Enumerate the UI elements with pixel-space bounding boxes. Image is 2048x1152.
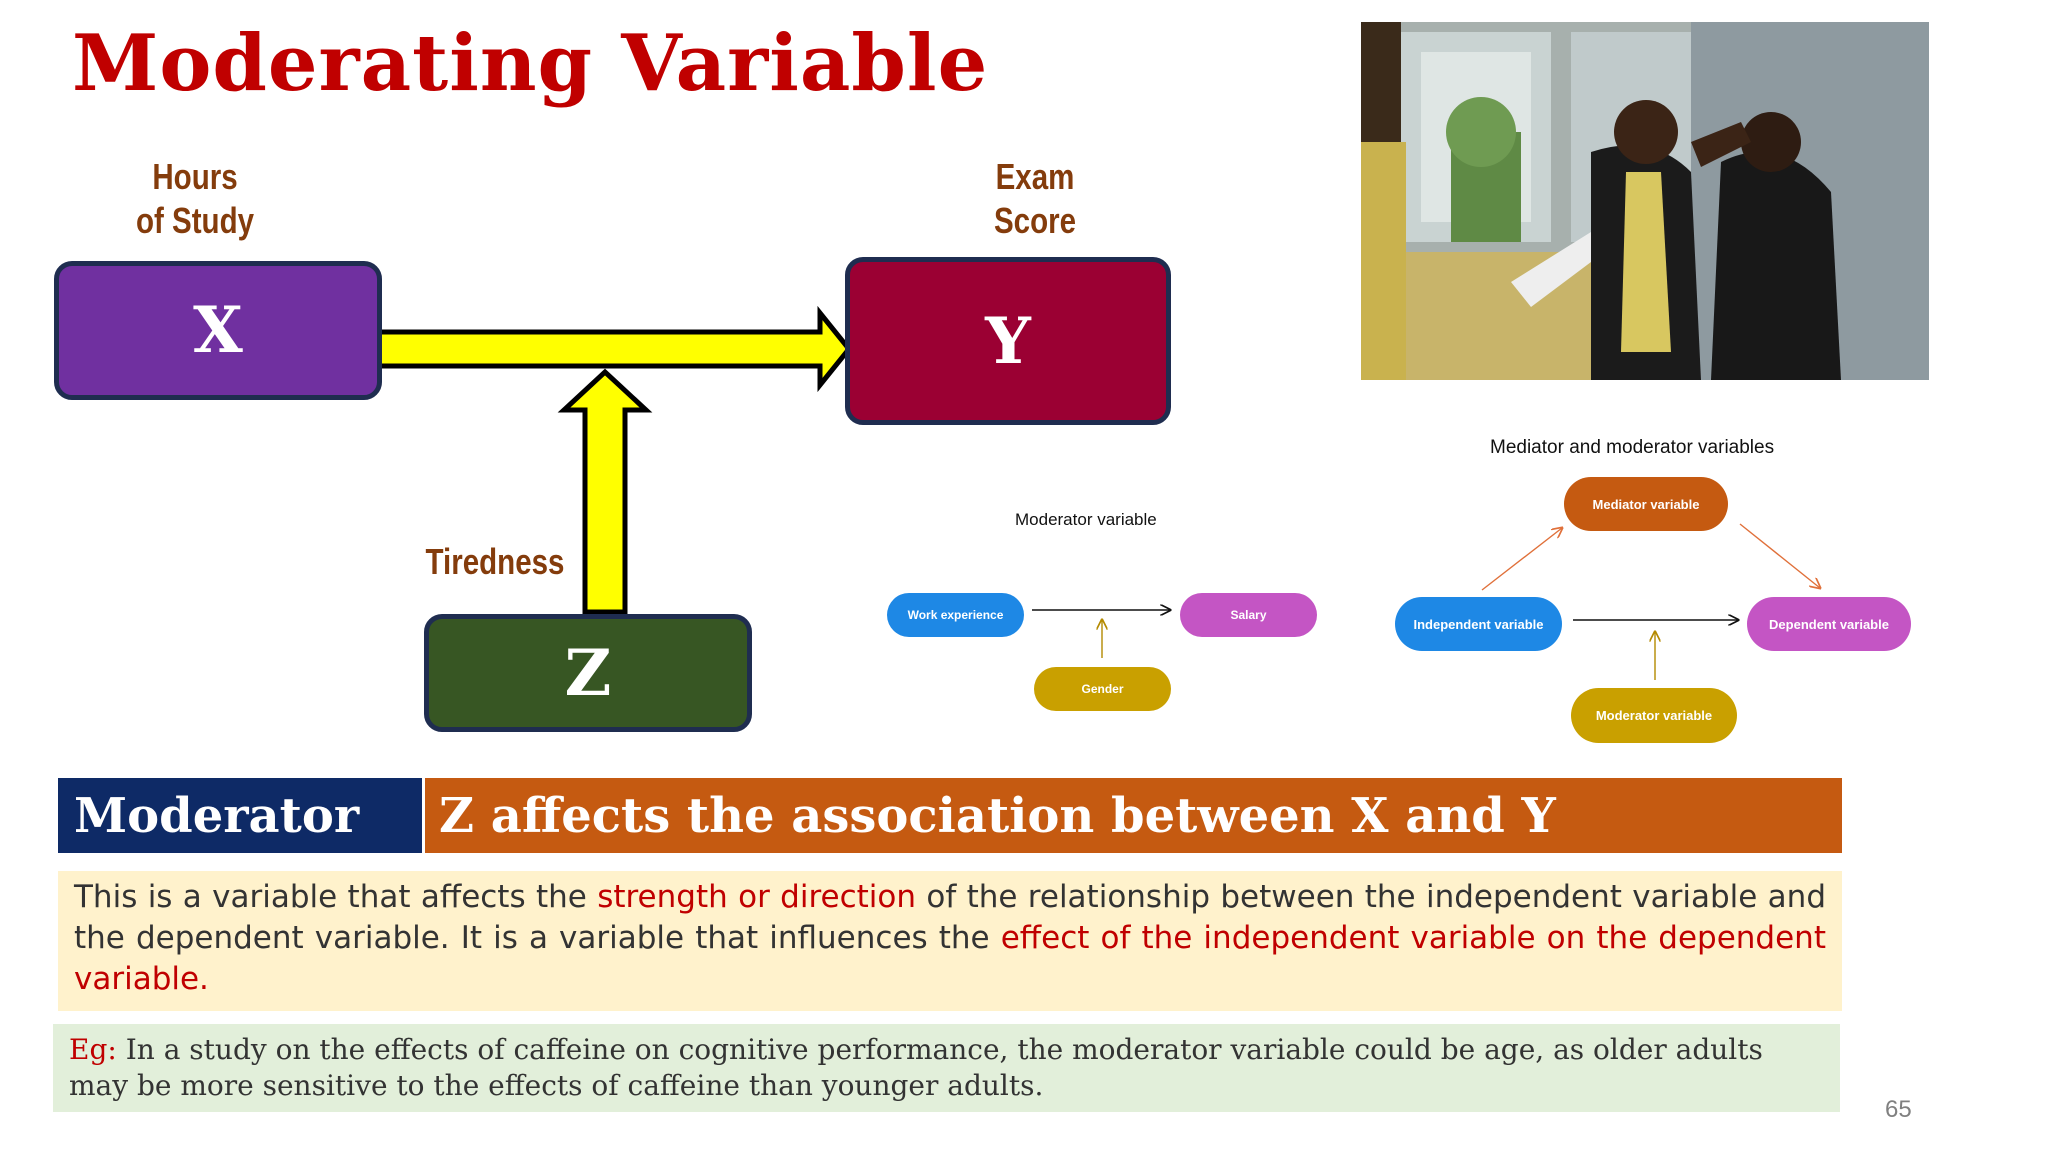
x-caption-line2: of Study	[135, 200, 255, 241]
moderator-diagram-title: Moderator variable	[1015, 510, 1157, 529]
gender-node: Gender	[1034, 667, 1171, 711]
work-experience-node: Work experience	[887, 593, 1024, 637]
mediator-variable-node: Mediator variable	[1564, 477, 1728, 531]
moderation-arrows	[375, 305, 853, 615]
comedy-gif-still	[1361, 22, 1929, 380]
y-caption: Exam Score	[969, 155, 1100, 243]
y-box: Y	[845, 257, 1171, 425]
independent-variable-node: Independent variable	[1395, 597, 1562, 651]
z-to-path-arrow	[557, 368, 653, 615]
y-caption-line2: Score	[993, 200, 1077, 241]
x-to-y-arrow	[375, 305, 853, 393]
mediator-moderator-diagram-title: Mediator and moderator variables	[1490, 437, 1775, 458]
mediator-moderator-diagram-arrows	[1481, 523, 1930, 680]
moderator-variable-node: Moderator variable	[1571, 688, 1737, 743]
moderator-diagram-arrows	[1032, 580, 1350, 658]
slide-title: Moderating Variable	[72, 18, 989, 109]
x-caption-line1: Hours	[152, 156, 238, 197]
x-caption: Hours of Study	[125, 155, 264, 243]
definition-box: This is a variable that affects the stre…	[58, 871, 1842, 1011]
definition-highlight-1: strength or direction	[597, 879, 917, 915]
definition-highlight-2: effect of the independent variable on th…	[74, 920, 1826, 997]
z-box: Z	[424, 614, 752, 732]
banner-label: Moderator	[58, 778, 422, 853]
y-caption-line1: Exam	[995, 156, 1075, 197]
example-label: Eg:	[69, 1033, 117, 1066]
z-caption: Tiredness	[425, 541, 565, 582]
page-number: 65	[1885, 1096, 1912, 1123]
definition-text-1: This is a variable that affects the	[74, 879, 598, 915]
banner-text: Z affects the association between X and …	[425, 778, 1842, 853]
x-box: X	[54, 261, 382, 400]
salary-node: Salary	[1180, 593, 1317, 637]
example-text: In a study on the effects of caffeine on…	[69, 1033, 1763, 1102]
definition-text-2: of the relationship between the independ…	[74, 879, 1827, 956]
dependent-variable-node: Dependent variable	[1747, 597, 1911, 651]
example-box: Eg: In a study on the effects of caffein…	[53, 1024, 1840, 1112]
